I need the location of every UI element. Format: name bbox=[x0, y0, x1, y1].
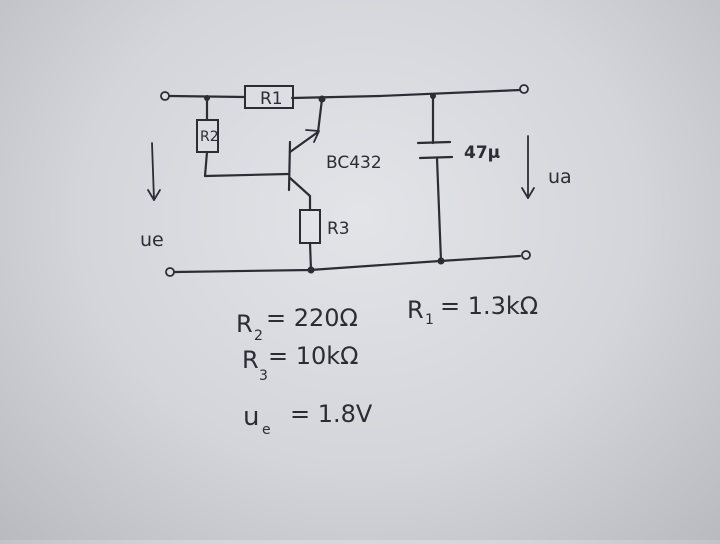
junction-cap-ground bbox=[437, 257, 445, 265]
equation-r3-value: = 10kΩ bbox=[268, 342, 359, 370]
junction-emitter bbox=[318, 95, 326, 103]
label-r2: R2 bbox=[200, 129, 219, 145]
terminal-input-top bbox=[160, 91, 170, 101]
label-r3: R3 bbox=[327, 219, 350, 239]
label-input-voltage: ue bbox=[140, 229, 164, 251]
transistor-emitter-lead bbox=[288, 97, 324, 154]
resistor-r3 bbox=[299, 209, 321, 244]
label-r1: R1 bbox=[260, 89, 283, 109]
equation-ue-value: = 1.8V bbox=[290, 400, 373, 428]
equation-r1-index: 1 bbox=[425, 312, 434, 328]
capacitor-plate-bottom bbox=[418, 155, 454, 160]
terminal-output-top bbox=[519, 84, 529, 94]
transistor-base-bar bbox=[287, 140, 292, 192]
equation-ue: u e = 1.8V bbox=[243, 400, 373, 438]
junction-cap-top bbox=[430, 93, 436, 99]
equation-r3-symbol: R bbox=[242, 346, 259, 374]
label-transistor: BC432 bbox=[326, 153, 382, 173]
label-output-voltage: ua bbox=[548, 166, 572, 188]
junction-r3-ground bbox=[307, 266, 315, 274]
wire-cap-bottom bbox=[435, 156, 443, 263]
label-capacitor: 47μ bbox=[464, 143, 500, 163]
input-voltage-arrowhead bbox=[147, 189, 161, 201]
equation-r2-symbol: R bbox=[236, 310, 253, 338]
equation-r1-symbol: R bbox=[407, 296, 424, 324]
wire-top-right bbox=[290, 88, 522, 100]
equation-ue-symbol: u bbox=[243, 402, 259, 432]
output-voltage-arrowhead bbox=[521, 187, 535, 199]
equation-r2: R 2 = 220Ω bbox=[236, 304, 358, 344]
transistor-emitter-arrow bbox=[305, 129, 320, 143]
equation-r3-index: 3 bbox=[259, 368, 268, 384]
resistor-r1 bbox=[244, 85, 294, 109]
equation-r1: R 1 = 1.3kΩ bbox=[407, 292, 538, 328]
input-voltage-arrow bbox=[151, 142, 155, 201]
equation-r2-index: 2 bbox=[254, 328, 263, 344]
equation-r1-value: = 1.3kΩ bbox=[440, 292, 538, 320]
equation-r2-value: = 220Ω bbox=[266, 304, 358, 332]
terminal-output-bottom bbox=[521, 250, 531, 260]
wire-r2-to-base bbox=[203, 150, 290, 178]
wire-bottom bbox=[173, 254, 522, 274]
transistor-collector-lead bbox=[288, 176, 312, 212]
capacitor-plate-top bbox=[416, 140, 452, 145]
equation-r3: R 3 = 10kΩ bbox=[242, 342, 359, 384]
terminal-input-bottom bbox=[165, 267, 175, 277]
equation-ue-index: e bbox=[262, 422, 271, 438]
wire-r3-to-ground bbox=[308, 241, 313, 272]
junction-r2-top bbox=[204, 95, 210, 101]
